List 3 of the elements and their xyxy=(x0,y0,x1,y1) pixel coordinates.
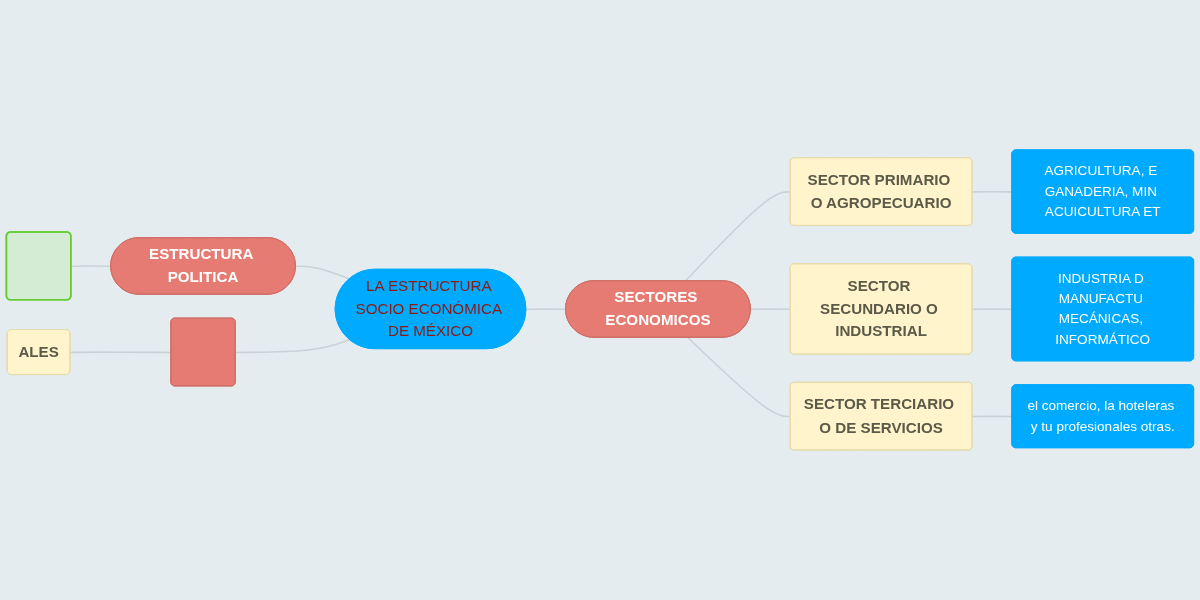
connector xyxy=(687,336,792,418)
connector xyxy=(684,191,792,282)
connector xyxy=(234,338,351,354)
